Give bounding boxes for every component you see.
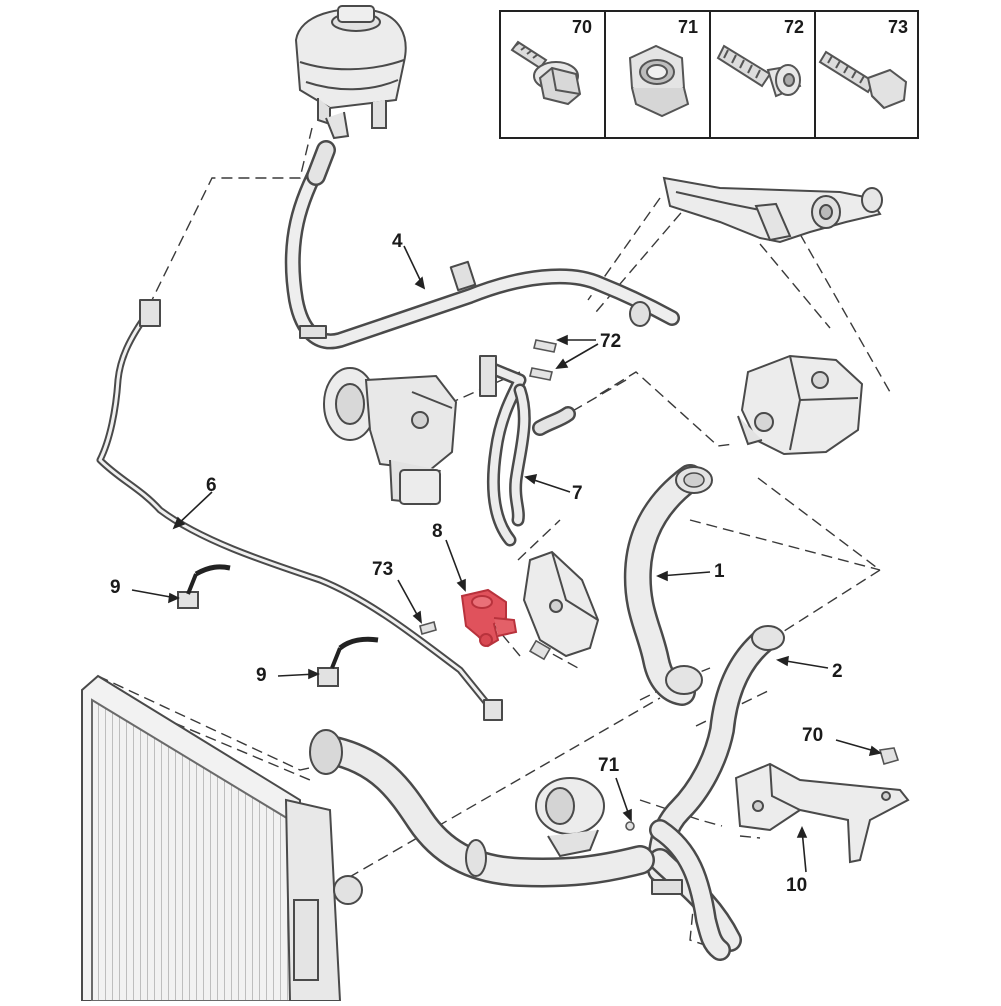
small-clip bbox=[528, 639, 552, 661]
callout-71: 71 bbox=[598, 755, 620, 776]
callout-70: 70 bbox=[802, 725, 824, 746]
water-pump-housing bbox=[737, 354, 864, 456]
callout-7: 7 bbox=[572, 483, 583, 504]
callout-9-upper: 9 bbox=[110, 577, 121, 598]
pipe-7 bbox=[479, 355, 576, 547]
oil-cooler bbox=[535, 777, 605, 858]
egr-valve bbox=[323, 367, 458, 506]
hex-bolt-icon bbox=[818, 50, 908, 110]
radiator-lower-hose bbox=[309, 729, 731, 961]
hose-4 bbox=[284, 140, 680, 350]
callout-4: 4 bbox=[392, 231, 403, 252]
callout-73: 73 bbox=[372, 559, 394, 580]
bolts-72 bbox=[529, 339, 557, 381]
hex-nut-icon bbox=[628, 44, 690, 118]
callout-72: 72 bbox=[600, 331, 622, 352]
leader-lines bbox=[131, 245, 882, 873]
bracket-10 bbox=[734, 762, 910, 864]
legend-ref-73: 73 bbox=[888, 17, 909, 37]
part-8-highlighted bbox=[460, 588, 518, 648]
legend-ref-70: 70 bbox=[572, 17, 593, 37]
clip-9-upper bbox=[177, 564, 231, 609]
hose-1 bbox=[623, 464, 713, 706]
clip-9-lower bbox=[317, 636, 379, 687]
fastener-legend bbox=[499, 10, 919, 139]
bolt-73-small bbox=[419, 621, 437, 635]
callout-10: 10 bbox=[786, 875, 808, 896]
callout-1: 1 bbox=[714, 561, 725, 582]
legend-ref-72: 72 bbox=[784, 17, 805, 37]
callout-9-lower: 9 bbox=[256, 665, 267, 686]
expansion-tank bbox=[294, 5, 407, 140]
bolt-70-small bbox=[878, 747, 900, 765]
pipe-6 bbox=[96, 299, 503, 721]
bolt-71-small bbox=[625, 821, 635, 831]
flange-bolt-icon bbox=[510, 40, 582, 106]
callout-8: 8 bbox=[432, 521, 443, 542]
callout-2: 2 bbox=[832, 661, 843, 682]
legend-ref-71: 71 bbox=[678, 17, 699, 37]
thermostat-housing bbox=[662, 176, 883, 244]
callout-6: 6 bbox=[206, 475, 217, 496]
socket-screw-icon bbox=[716, 44, 802, 98]
mounting-bracket bbox=[522, 550, 600, 658]
radiator bbox=[81, 674, 363, 1002]
